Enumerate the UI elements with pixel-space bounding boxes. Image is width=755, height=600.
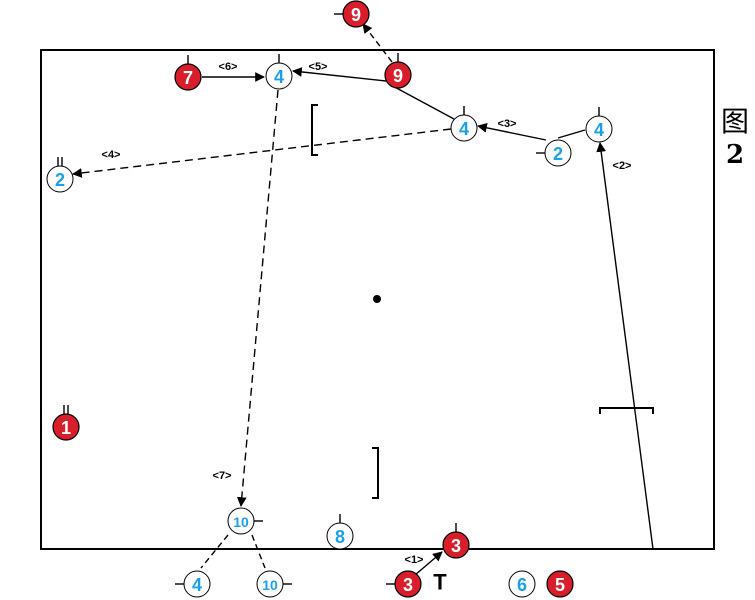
player-token <box>544 139 572 167</box>
player-number: 3 <box>451 536 461 556</box>
player-number: 9 <box>393 66 403 86</box>
move-line-2-4 <box>477 122 547 141</box>
player-blue-8: 8 <box>326 514 354 550</box>
player-token <box>46 165 74 193</box>
step-label-3: <3> <box>498 118 517 130</box>
center-spot <box>373 295 381 303</box>
pass-line-9-top <box>362 23 393 63</box>
player-token <box>394 570 422 598</box>
player-token <box>52 413 80 441</box>
step-label-1: <1> <box>405 554 424 566</box>
move-line-4-4 <box>557 129 586 139</box>
figure-number: 2 <box>725 140 745 170</box>
player-token <box>450 114 478 142</box>
step-label-2: <2> <box>613 160 632 172</box>
move-line-4-9 <box>388 83 455 120</box>
play-lines <box>72 23 654 576</box>
player-number: 2 <box>55 170 65 190</box>
player-red-3: 3 <box>386 570 422 598</box>
move-line-3-4 <box>596 142 654 550</box>
player-blue-4: 4 <box>450 106 478 142</box>
player-blue-10: 10 <box>227 507 263 535</box>
step-label-7: <7> <box>213 470 232 482</box>
bracket-marker-bottom <box>372 447 379 499</box>
step-label-4: <4> <box>102 149 121 161</box>
player-number: 7 <box>183 68 193 88</box>
player-number: 10 <box>262 577 278 593</box>
player-token <box>227 507 255 535</box>
player-blue-4: 4 <box>585 107 613 143</box>
player-number: 5 <box>555 575 565 595</box>
player-red-3: 3 <box>442 523 470 559</box>
player-token <box>508 570 536 598</box>
bracket-marker-right <box>599 407 654 414</box>
bracket-marker-top <box>311 104 318 156</box>
player-token <box>265 62 293 90</box>
player-token <box>183 570 211 598</box>
player-blue-6: 6 <box>508 570 536 598</box>
player-number: 9 <box>351 5 361 25</box>
pass-line-10-4 <box>200 534 229 569</box>
player-number: 4 <box>459 119 469 139</box>
player-token <box>342 0 370 28</box>
player-number: 1 <box>61 418 71 438</box>
player-number: 6 <box>517 575 527 595</box>
figure-label-char: 图 <box>720 105 749 138</box>
player-token <box>585 115 613 143</box>
player-blue-2: 2 <box>46 157 74 193</box>
player-token <box>546 570 574 598</box>
player-blue-2: 2 <box>536 139 572 167</box>
player-red-9: 9 <box>334 0 370 28</box>
player-number: 4 <box>274 67 284 87</box>
player-token <box>384 61 412 89</box>
player-token <box>174 63 202 91</box>
pass-line-4-2 <box>72 128 452 178</box>
step-label-5: <5> <box>309 61 328 73</box>
step-labels: <1> <2> <3> <4> <5> <6> <7> <box>102 61 632 566</box>
player-red-5: 5 <box>546 570 574 598</box>
player-number: 10 <box>233 514 249 530</box>
player-token <box>442 531 470 559</box>
player-red-9: 9 <box>384 53 412 89</box>
player-red-1: 1 <box>52 405 80 441</box>
player-red-7: 7 <box>174 55 202 91</box>
player-blue-10: 10 <box>256 570 292 598</box>
player-number: 4 <box>594 120 604 140</box>
players: 9 7 4 9 4 4 2 2 1 10 8 3 4 10 3 6 5 <box>46 0 613 598</box>
pass-line-4-10 <box>236 89 279 507</box>
player-token <box>256 570 284 598</box>
t-marker: T <box>433 570 447 595</box>
player-number: 8 <box>335 527 345 547</box>
player-blue-4: 4 <box>265 54 293 90</box>
player-number: 2 <box>553 144 563 164</box>
move-line-3-3 <box>414 551 443 576</box>
move-line-9-4 <box>292 67 387 82</box>
player-number: 3 <box>403 575 413 595</box>
pass-line-10-10 <box>251 534 266 569</box>
player-token <box>326 522 354 550</box>
player-blue-4: 4 <box>175 570 211 598</box>
player-number: 4 <box>192 575 202 595</box>
step-label-6: <6> <box>219 61 238 73</box>
